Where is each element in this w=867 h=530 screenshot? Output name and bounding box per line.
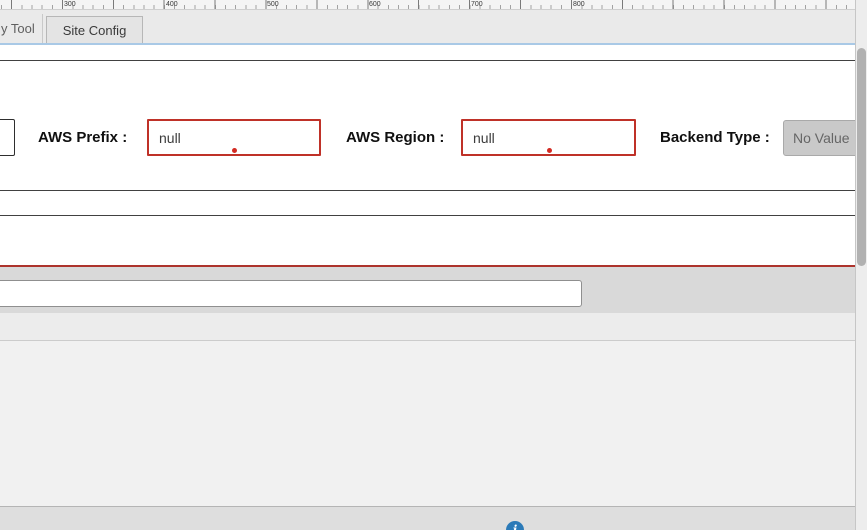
ruler-label: 500 xyxy=(267,1,279,8)
mid-band xyxy=(0,313,855,341)
tab-bar: y Tool Site Config xyxy=(0,10,867,45)
section-divider-top xyxy=(0,60,855,61)
tab-site-config-label: Site Config xyxy=(62,23,127,38)
backend-type-label: Backend Type : xyxy=(660,129,770,146)
tab-site-config[interactable]: Site Config xyxy=(46,16,143,45)
ruler-label: 400 xyxy=(166,1,178,8)
aws-region-label: AWS Region : xyxy=(346,129,445,146)
tab-y-tool-label: y Tool xyxy=(1,21,35,36)
backend-type-select[interactable]: No Value xyxy=(783,120,861,156)
section-divider-mid1 xyxy=(0,190,855,191)
content-area xyxy=(0,341,855,506)
ruler-label: 600 xyxy=(369,1,381,8)
aws-region-input[interactable] xyxy=(461,119,636,156)
aws-prefix-label: AWS Prefix : xyxy=(38,129,128,146)
ruler-label: 300 xyxy=(64,1,76,8)
bottom-divider-line xyxy=(0,506,855,507)
ruler-label: 800 xyxy=(573,1,585,8)
vertical-scrollbar[interactable] xyxy=(855,0,867,530)
aws-region-error-dot xyxy=(546,148,552,153)
clipped-text-input[interactable] xyxy=(0,119,15,156)
tab-y-tool[interactable]: y Tool xyxy=(0,14,43,43)
bottom-bar xyxy=(0,507,855,530)
red-divider-line xyxy=(0,265,855,267)
aws-prefix-field xyxy=(147,119,321,156)
aws-region-field xyxy=(461,119,636,156)
section-divider-mid2 xyxy=(0,215,855,216)
aws-prefix-error-dot xyxy=(232,148,237,153)
horizontal-ruler: 300 400 500 600 700 800 xyxy=(0,0,867,10)
aws-prefix-input[interactable] xyxy=(147,119,321,156)
ruler-label: 700 xyxy=(471,1,483,8)
tab-accent-line xyxy=(0,43,867,45)
wide-text-input[interactable] xyxy=(0,280,582,307)
info-icon[interactable]: i xyxy=(506,521,524,530)
scrollbar-thumb[interactable] xyxy=(857,48,866,266)
